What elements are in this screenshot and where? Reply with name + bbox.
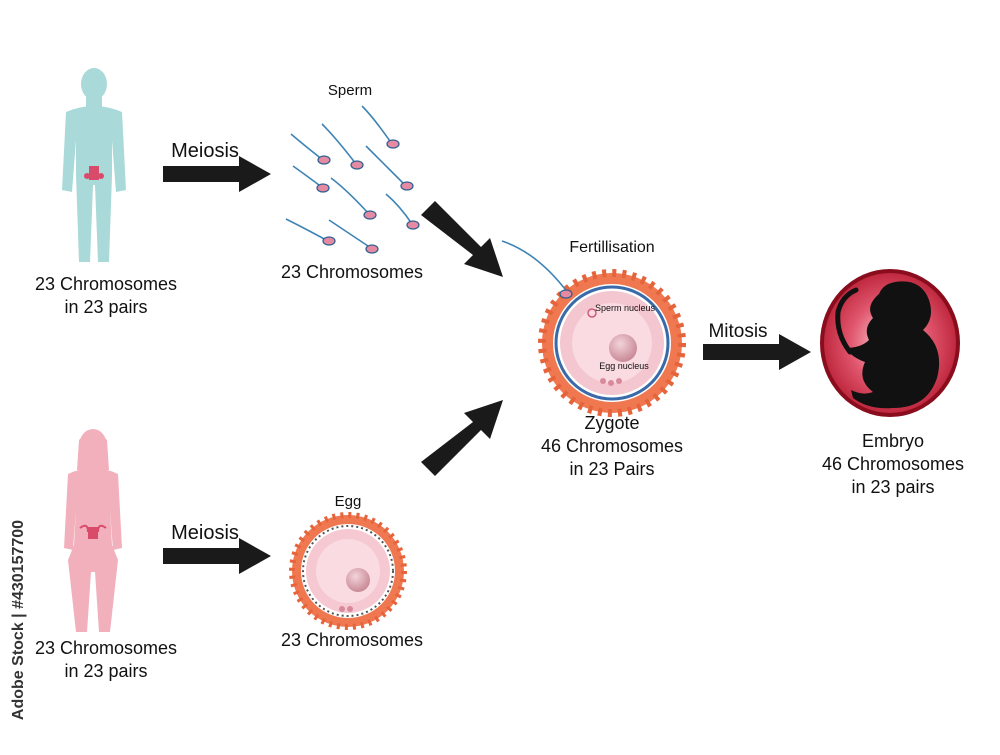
egg-title: Egg [334,493,362,510]
male-label-line1: 23 Chromosomes [34,274,178,294]
zygote-line1: Zygote [584,413,640,433]
egg-chromosome-label: 23 Chromosomes [280,630,424,650]
zygote-line3: in 23 Pairs [569,459,655,479]
arrow-sperm-to-zygote [421,201,503,277]
stock-id-text: Adobe Stock | #430157700 [10,519,27,721]
male-chromosome-label: 23 Chromosomes in 23 pairs [16,273,196,319]
arrow-meiosis-female [163,538,271,574]
zygote-line2: 46 Chromosomes [540,436,684,456]
embryo-label: Embryo 46 Chromosomes in 23 pairs [803,430,983,499]
meiosis-bottom-label: Meiosis [171,522,239,544]
sperm-nucleus-label: Sperm nucleus [594,303,656,313]
female-label-line2: in 23 pairs [64,661,148,681]
sperm-cells-icon [285,105,413,249]
arrow-meiosis-male [163,156,271,192]
male-label-line2: in 23 pairs [64,297,148,317]
zygote-label: Zygote 46 Chromosomes in 23 Pairs [522,412,702,481]
female-figure-icon [64,429,122,632]
fertilisation-title: Fertillisation [569,239,655,256]
meiosis-top-label: Meiosis [171,140,239,162]
zygote-cell-icon [501,240,686,417]
embryo-line2: 46 Chromosomes [821,454,965,474]
sperm-heads-icon [316,139,420,254]
female-chromosome-label: 23 Chromosomes in 23 pairs [16,637,196,683]
egg-nucleus-label: Egg nucleus [599,361,649,371]
sperm-chromosome-label: 23 Chromosomes [280,262,424,282]
embryo-line1: Embryo [861,431,924,451]
egg-cell-icon [289,512,407,630]
mitosis-label: Mitosis [708,321,768,342]
male-figure-icon [62,68,126,262]
sperm-title: Sperm [327,82,373,99]
stock-id-watermark: Adobe Stock | #430157700 [8,515,30,725]
female-label-line1: 23 Chromosomes [34,638,178,658]
arrow-mitosis [703,334,811,370]
embryo-line3: in 23 pairs [851,477,935,497]
embryo-icon [820,269,960,417]
arrow-egg-to-zygote [421,400,503,476]
